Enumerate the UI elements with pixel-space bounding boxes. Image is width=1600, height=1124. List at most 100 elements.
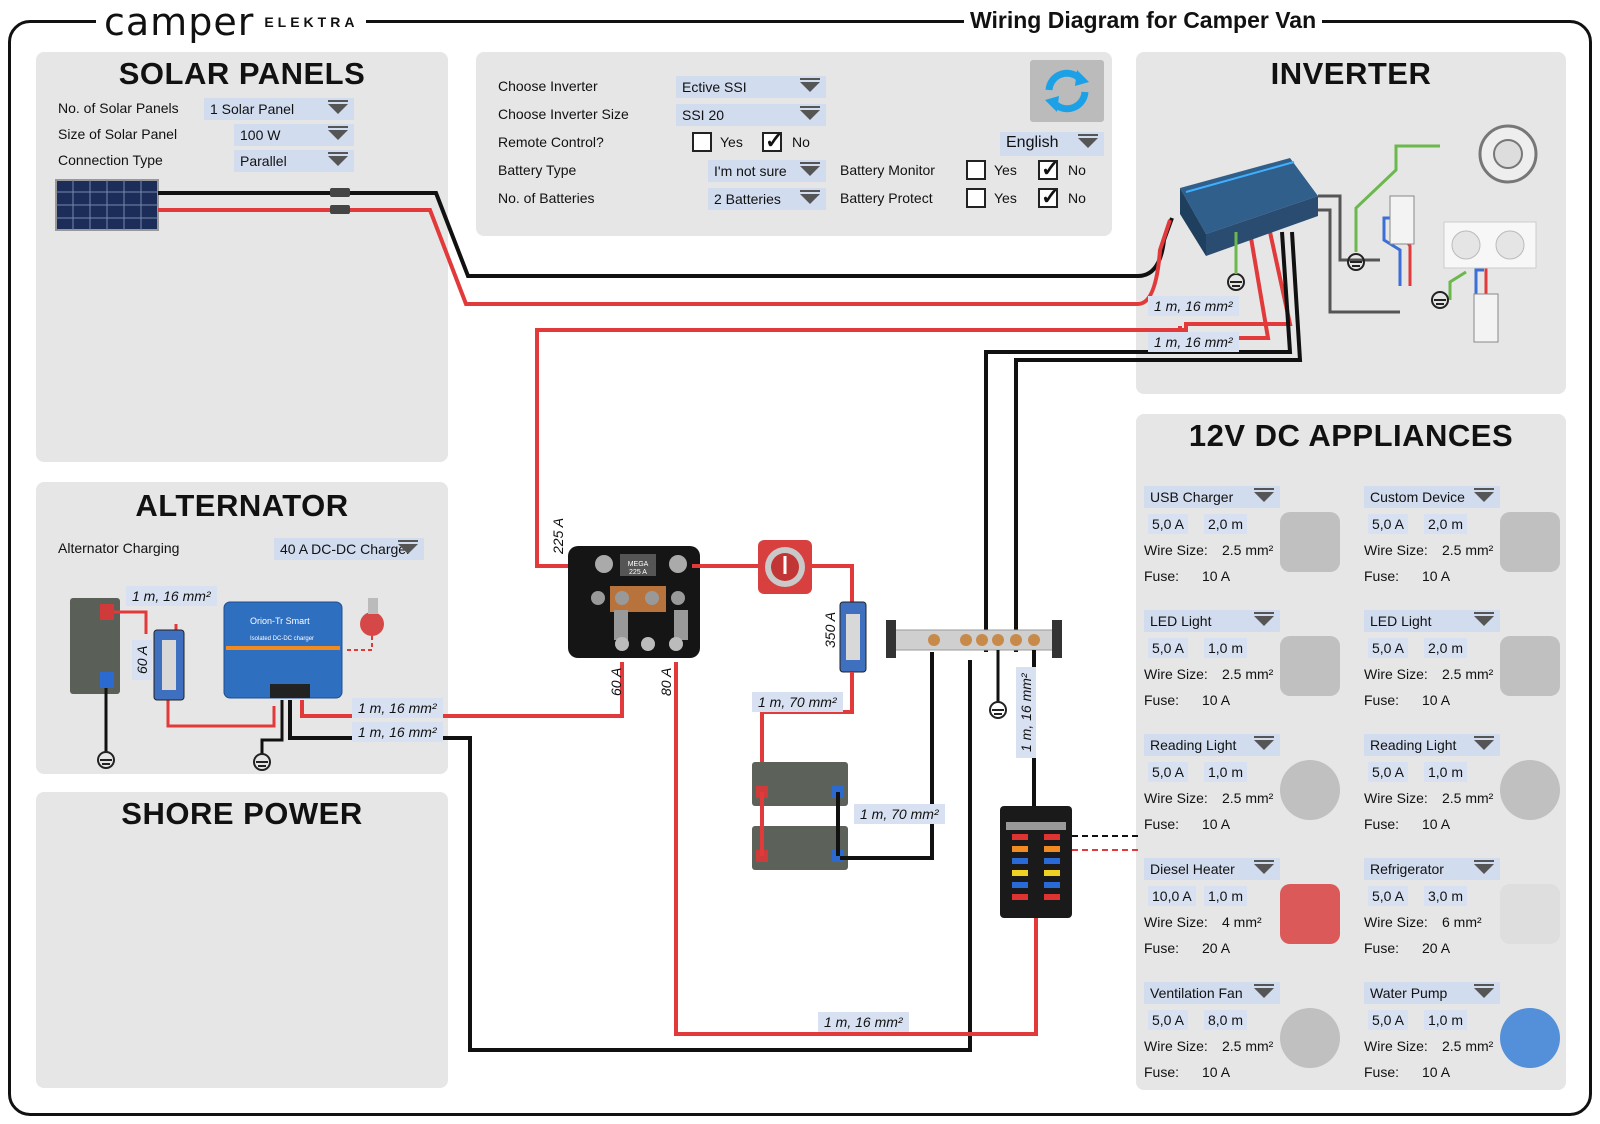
appliance-name: Water Pump [1370, 985, 1448, 1001]
appliance-name: Refrigerator [1370, 861, 1444, 877]
wire-size-label: Wire Size: [1144, 914, 1208, 930]
appliance-dropdown[interactable]: Ventilation Fan [1144, 982, 1280, 1004]
mc4-connector [330, 205, 350, 214]
chevron-down-icon [328, 100, 348, 114]
fuse-label: Fuse: [1364, 568, 1400, 584]
appliance-length: 8,0 m [1204, 1010, 1248, 1030]
charger-wire-label-2: 1 m, 16 mm² [352, 722, 443, 742]
usb-socket-icon [1280, 512, 1340, 572]
chevron-down-icon [1474, 736, 1494, 750]
water-pump-icon [1500, 1008, 1560, 1068]
appliance-dropdown[interactable]: Custom Device [1364, 486, 1500, 508]
busbar-wire-label: 1 m, 16 mm² [1016, 667, 1036, 758]
appliance-amps: 5,0 A [1368, 514, 1408, 534]
mega-fuse-block-image [568, 546, 700, 658]
brand-name: camper [104, 0, 255, 44]
appliance-name: Reading Light [1150, 737, 1237, 753]
refresh-button[interactable] [1030, 60, 1104, 122]
remote-yes-label: Yes [720, 134, 743, 150]
appliance-dropdown[interactable]: USB Charger [1144, 486, 1280, 508]
appliance-fuse: 10 A [1422, 568, 1451, 584]
fuse-label: Fuse: [1144, 1064, 1180, 1080]
chevron-down-icon [800, 106, 820, 120]
appliance-dropdown[interactable]: Reading Light [1364, 734, 1500, 756]
remote-no-checkbox[interactable] [762, 132, 782, 152]
monitor-no-checkbox[interactable] [1038, 160, 1058, 180]
appliance-wire: 2.5 mm² [1222, 542, 1274, 558]
brand-logo: camper ELEKTRA [96, 0, 367, 44]
chevron-down-icon [1474, 488, 1494, 502]
fuse-label: Fuse: [1364, 816, 1400, 832]
reading-light-icon [1280, 760, 1340, 820]
batteries-count-dropdown[interactable]: 2 Batteries [708, 188, 826, 210]
appliance-wire: 2.5 mm² [1442, 666, 1494, 682]
solar-connection-value: Parallel [240, 153, 287, 169]
battery-wire-label-2: 1 m, 70 mm² [854, 804, 945, 824]
fuse-label: Fuse: [1144, 816, 1180, 832]
fuse-label: Fuse: [1364, 1064, 1400, 1080]
appliance-length: 1,0 m [1424, 762, 1468, 782]
inverter-size-value: SSI 20 [682, 107, 725, 123]
chevron-down-icon [1078, 134, 1098, 148]
fuse-label: Fuse: [1144, 568, 1180, 584]
shore-power-section: SHORE POWER [36, 792, 448, 1088]
alternator-fuse-label: 60 A [132, 639, 152, 680]
protect-yes-checkbox[interactable] [966, 188, 986, 208]
wire-size-label: Wire Size: [1144, 666, 1208, 682]
appliance-amps: 5,0 A [1148, 514, 1188, 534]
solar-count-label: No. of Solar Panels [58, 100, 179, 116]
heater-icon [1280, 884, 1340, 944]
appliance-dropdown[interactable]: Water Pump [1364, 982, 1500, 1004]
charger-positive-wire [300, 662, 624, 718]
appliance-dropdown[interactable]: Refrigerator [1364, 858, 1500, 880]
chevron-down-icon [800, 190, 820, 204]
wire-size-label: Wire Size: [1364, 790, 1428, 806]
chevron-down-icon [1254, 984, 1274, 998]
appliance-amps: 5,0 A [1148, 1010, 1188, 1030]
solar-negative-wire [158, 191, 1174, 278]
solar-size-dropdown[interactable]: 100 W [234, 124, 354, 146]
alternator-wire-label-top: 1 m, 16 mm² [126, 586, 217, 606]
batteries-count-value: 2 Batteries [714, 191, 781, 207]
protect-no-checkbox[interactable] [1038, 188, 1058, 208]
language-dropdown[interactable]: English [1000, 132, 1104, 156]
chevron-down-icon [1254, 736, 1274, 750]
appliance-dropdown[interactable]: LED Light [1364, 610, 1500, 632]
ground-icon [97, 751, 271, 771]
appliance-dropdown[interactable]: Diesel Heater [1144, 858, 1280, 880]
inverter-choice-dropdown[interactable]: Ective SSI [676, 76, 826, 98]
solar-panel-section: SOLAR PANELS No. of Solar Panels 1 Solar… [36, 52, 448, 462]
alternator-charging-dropdown[interactable]: 40 A DC-DC Charger [274, 538, 424, 560]
battery-type-dropdown[interactable]: I'm not sure [708, 160, 826, 182]
inverter-size-dropdown[interactable]: SSI 20 [676, 104, 826, 126]
refresh-icon [1045, 69, 1089, 113]
inverter-choice-value: Ective SSI [682, 79, 747, 95]
check-icon: ✓ [765, 128, 784, 153]
page-title: Wiring Diagram for Camper Van [964, 4, 1323, 36]
remote-yes-checkbox[interactable] [692, 132, 712, 152]
appliance-dropdown[interactable]: Reading Light [1144, 734, 1280, 756]
language-value: English [1006, 134, 1059, 151]
solar-connection-dropdown[interactable]: Parallel [234, 150, 354, 172]
alternator-charging-label: Alternator Charging [58, 540, 180, 556]
appliance-wire: 2.5 mm² [1222, 790, 1274, 806]
appliances-title: 12V DC APPLIANCES [1188, 418, 1514, 453]
led-light-icon [1280, 636, 1340, 696]
appliance-amps: 5,0 A [1368, 1010, 1408, 1030]
rcbo-breaker-icon [1389, 195, 1415, 245]
chevron-down-icon [1474, 612, 1494, 626]
device-icon [1500, 512, 1560, 572]
monitor-yes-checkbox[interactable] [966, 160, 986, 180]
wire-size-label: Wire Size: [1364, 914, 1428, 930]
appliance-dropdown[interactable]: LED Light [1144, 610, 1280, 632]
appliance-wire: 2.5 mm² [1442, 1038, 1494, 1054]
appliance-wire: 4 mm² [1222, 914, 1262, 930]
fuse-350-label: 350 A [822, 611, 838, 648]
inverter-positive-wire [535, 231, 1293, 568]
fuse-label: Fuse: [1364, 692, 1400, 708]
remote-control-label: Remote Control? [498, 134, 604, 150]
rcbo-breaker-icon [1473, 293, 1499, 343]
solar-positive-wire [158, 208, 1172, 306]
solar-count-dropdown[interactable]: 1 Solar Panel [204, 98, 354, 120]
